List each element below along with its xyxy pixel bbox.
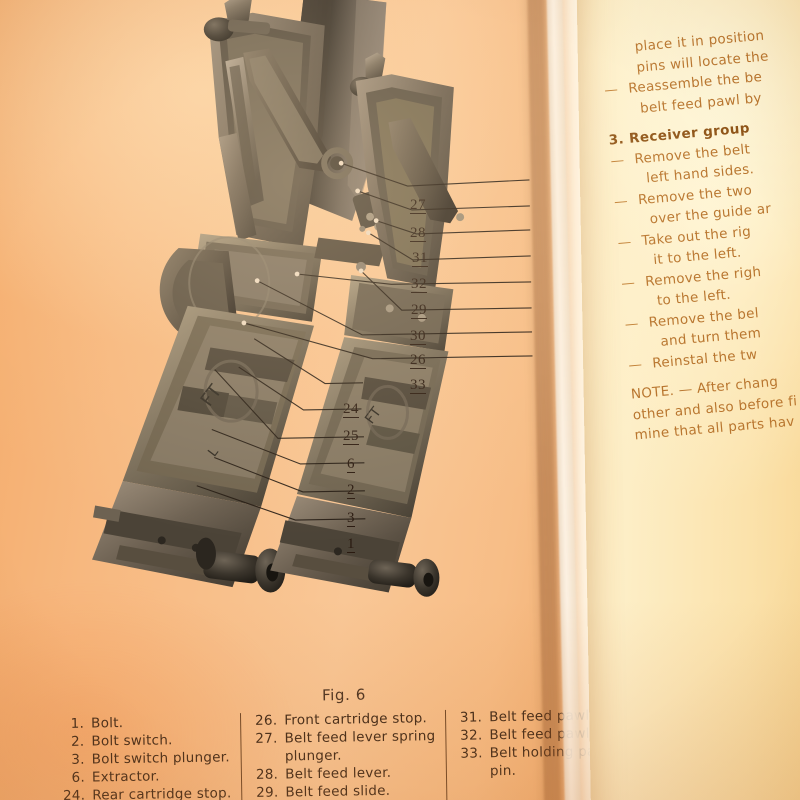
callout-number: 1: [347, 536, 355, 553]
caption-item: 3. Bolt switch plunger.: [61, 749, 231, 770]
caption-number: 3.: [71, 751, 85, 768]
caption-number: 29.: [256, 784, 279, 800]
callout-number: 28: [410, 225, 426, 242]
caption-number: 1.: [70, 715, 85, 732]
dash-bullet-icon: —: [624, 315, 640, 333]
caption-text: Bolt.: [90, 715, 124, 732]
caption-text: Extractor.: [91, 768, 160, 786]
caption-number: 28.: [255, 766, 279, 783]
caption-text: Front cartridge stop.: [284, 710, 428, 729]
dash-bullet-icon: —: [613, 192, 629, 210]
dash-bullet-icon: —: [603, 81, 619, 99]
caption-column-1: 1. Bolt. 2. Bolt switch. 3. Bolt switch …: [60, 713, 242, 800]
caption-item: 27. Belt feed lever spring: [253, 728, 435, 749]
caption-number: 2.: [70, 733, 85, 750]
caption-text: Belt feed lever.: [285, 764, 392, 783]
callout-number: 31: [412, 250, 428, 267]
caption-text: Belt feed lever spring: [284, 728, 436, 747]
callout-number: 6: [347, 456, 355, 473]
caption-text: Belt feed slide.: [285, 782, 391, 800]
dash-bullet-icon: —: [627, 356, 643, 374]
caption-item: 29. Belt feed slide.: [254, 782, 436, 800]
caption-column-2: 26. Front cartridge stop. 27. Belt feed …: [240, 709, 447, 800]
caption-number: 6.: [71, 769, 86, 786]
caption-text: Rear cartridge stop.: [92, 785, 232, 800]
callout-number: 26: [410, 352, 426, 369]
callout-number: 27: [410, 197, 426, 214]
caption-number: 32.: [460, 727, 483, 744]
caption-number: 24.: [62, 787, 86, 800]
caption-number: 33.: [460, 745, 483, 762]
callout-number: 33: [410, 377, 426, 394]
figure-callout-numbers: 27 28 31 32 29 30 26 33 24 25 6 2 3 1: [343, 197, 428, 553]
caption-text: Bolt switch plunger.: [91, 749, 230, 768]
figure-label: Fig. 6: [321, 685, 367, 705]
callout-number: 29: [411, 302, 427, 319]
callout-number: 2: [347, 482, 355, 499]
callout-number: 24: [343, 401, 359, 418]
figure-photo-fig-6: FT L: [56, 0, 538, 670]
callout-number: 30: [410, 328, 426, 345]
caption-text: Bolt switch.: [91, 732, 173, 750]
callout-number: 3: [347, 510, 355, 527]
caption-item: 24. Rear cartridge stop.: [61, 785, 232, 800]
caption-text: pin.: [489, 762, 517, 780]
dash-bullet-icon: —: [609, 151, 626, 170]
dash-bullet-icon: —: [620, 274, 636, 292]
right-page-text-block: place it in position pins will locate th…: [600, 16, 800, 447]
figure-caption-legend: 1. Bolt. 2. Bolt switch. 3. Bolt switch …: [60, 707, 626, 800]
caption-number: 27.: [255, 730, 278, 747]
callout-number: 32: [411, 276, 427, 293]
caption-number: 26.: [254, 712, 278, 729]
callout-number: 25: [343, 428, 359, 445]
caption-text: plunger.: [284, 747, 342, 765]
caption-number: 31.: [459, 709, 483, 726]
dash-bullet-icon: —: [617, 233, 633, 251]
